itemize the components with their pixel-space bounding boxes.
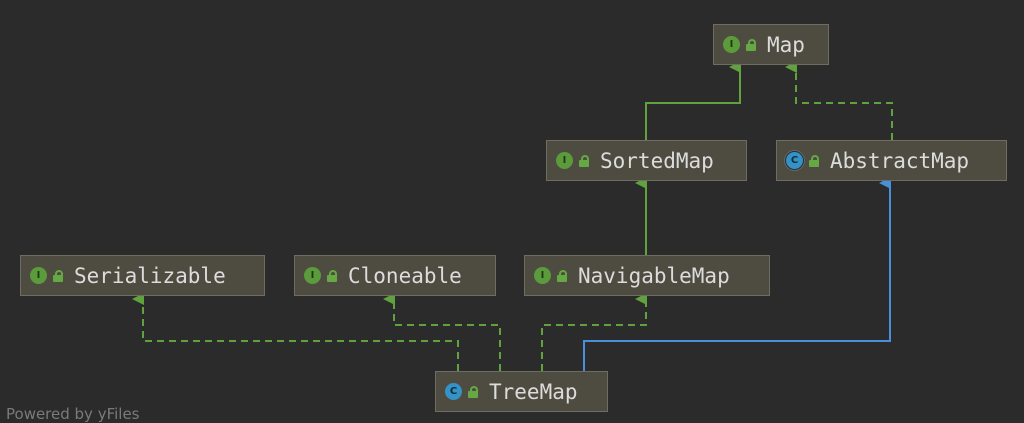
node-label: Serializable	[74, 263, 226, 288]
node-map[interactable]: I Map	[713, 24, 829, 65]
edge-abstractmap-map	[785, 61, 893, 140]
node-sortedmap[interactable]: I SortedMap	[546, 140, 747, 181]
lock-icon	[557, 269, 567, 282]
class-icon: C	[445, 383, 462, 400]
node-label: Cloneable	[348, 263, 462, 288]
edge-treemap-navigablemap	[541, 293, 647, 371]
powered-by-label: Powered by yFiles	[6, 405, 140, 423]
lock-icon	[809, 154, 819, 167]
interface-icon: I	[556, 152, 573, 169]
lock-icon	[53, 269, 63, 282]
lock-icon	[468, 385, 478, 398]
node-serializable[interactable]: I Serializable	[20, 255, 265, 296]
abstract-class-icon: C	[786, 152, 803, 169]
lock-icon	[746, 38, 756, 51]
interface-icon: I	[534, 267, 551, 284]
node-abstractmap[interactable]: C AbstractMap	[776, 140, 1007, 181]
node-navigablemap[interactable]: I NavigableMap	[524, 255, 770, 296]
node-label: SortedMap	[600, 148, 714, 173]
edge-treemap-cloneable	[383, 293, 501, 371]
node-cloneable[interactable]: I Cloneable	[294, 255, 496, 296]
node-label: TreeMap	[489, 379, 578, 404]
node-label: Map	[767, 32, 805, 57]
edge-sortedmap-map	[645, 61, 741, 140]
interface-icon: I	[30, 267, 47, 284]
node-label: NavigableMap	[578, 263, 730, 288]
edge-treemap-serializable	[132, 293, 459, 371]
lock-icon	[579, 154, 589, 167]
interface-icon: I	[723, 36, 740, 53]
edge-treemap-abstractmap	[583, 177, 891, 371]
interface-icon: I	[304, 267, 321, 284]
node-treemap[interactable]: C TreeMap	[435, 371, 608, 412]
lock-icon	[327, 269, 337, 282]
node-label: AbstractMap	[830, 148, 970, 173]
